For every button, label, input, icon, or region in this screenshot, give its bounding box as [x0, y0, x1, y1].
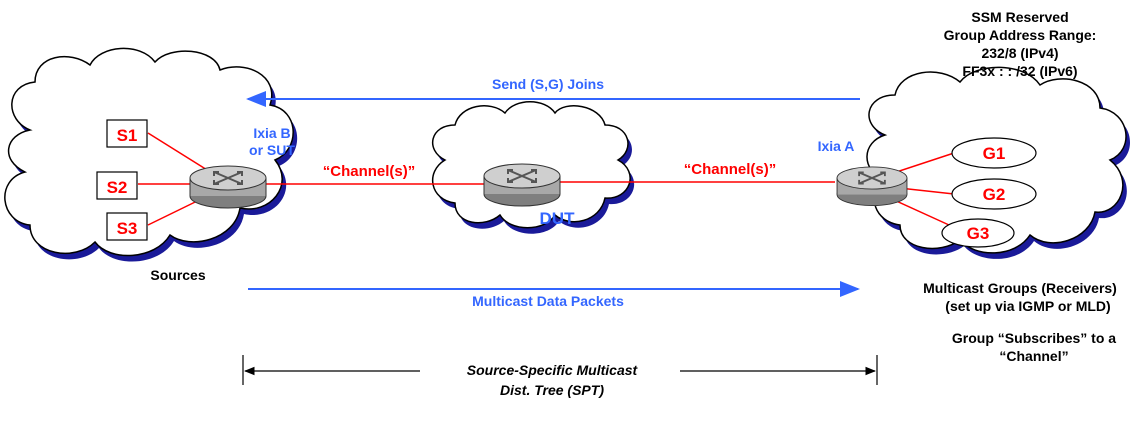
- ssm-range-line3: 232/8 (IPv4): [981, 45, 1058, 61]
- channel-left-label: “Channel(s)”: [323, 163, 416, 180]
- ixia-a-label: Ixia A: [818, 138, 855, 154]
- subscribe-line2: “Channel”: [999, 348, 1068, 364]
- router-ixia-a-icon: [836, 166, 908, 207]
- sources-label: Sources: [150, 267, 205, 283]
- ixia-b-label-line1: Ixia B: [253, 125, 290, 141]
- group-g3-label: G3: [967, 224, 990, 243]
- group-g1: G1: [951, 137, 1037, 169]
- group-g1-label: G1: [983, 144, 1006, 163]
- subscribe-line1: Group “Subscribes” to a: [952, 330, 1116, 346]
- ssm-range-line4: FF3x : : /32 (IPv6): [962, 63, 1077, 79]
- ssm-range-line2: Group Address Range:: [944, 27, 1097, 43]
- spt-line2: Dist. Tree (SPT): [500, 382, 604, 398]
- spt-line1: Source-Specific Multicast: [467, 362, 639, 378]
- ssm-range-line1: SSM Reserved: [971, 9, 1068, 25]
- source-s2: S2: [96, 171, 138, 200]
- group-g3: G3: [941, 218, 1015, 248]
- source-s2-label: S2: [107, 178, 128, 197]
- receivers-line2: (set up via IGMP or MLD): [945, 298, 1110, 314]
- source-s3-label: S3: [117, 219, 138, 238]
- group-g2: G2: [951, 178, 1037, 210]
- joins-label: Send (S,G) Joins: [492, 76, 604, 92]
- source-s1: S1: [106, 119, 148, 148]
- ixia-b-label-line2: or SUT: [249, 142, 295, 158]
- data-label: Multicast Data Packets: [472, 293, 624, 309]
- router-dut-icon: [483, 163, 561, 207]
- spt-dimension: [242, 355, 878, 385]
- source-s3: S3: [106, 212, 148, 241]
- group-g2-label: G2: [983, 185, 1006, 204]
- receivers-line1: Multicast Groups (Receivers): [923, 280, 1117, 296]
- source-s1-label: S1: [117, 126, 138, 145]
- router-ixia-b-icon: [189, 165, 267, 209]
- channel-right-label: “Channel(s)”: [684, 161, 777, 178]
- dut-label: DUT: [540, 209, 576, 228]
